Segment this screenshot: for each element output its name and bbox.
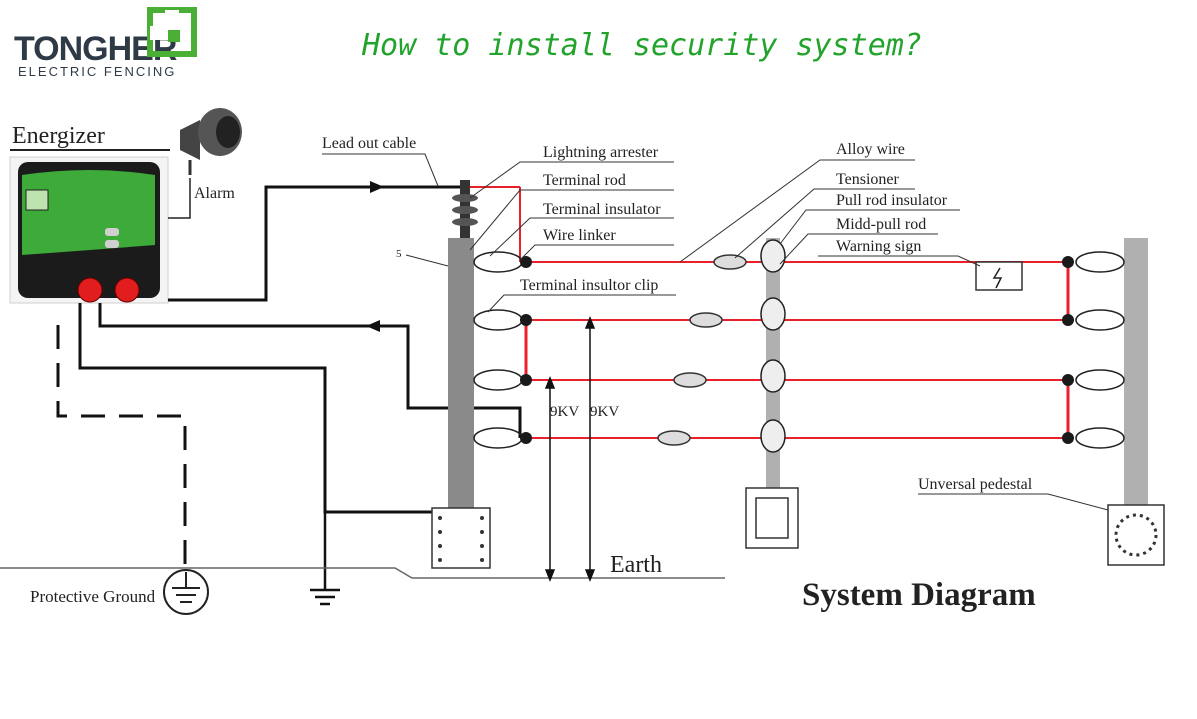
alarm-horn-icon <box>180 108 242 175</box>
terminal-insulator-label: Terminal insulator <box>543 201 661 218</box>
page-title: How to install security system? <box>362 28 922 63</box>
midd-pull-rod-label: Midd-pull rod <box>836 216 926 233</box>
end-post <box>1124 238 1148 508</box>
alarm-label: Alarm <box>194 185 235 202</box>
warning-sign-label: Warning sign <box>836 238 921 255</box>
alloy-wire-label: Alloy wire <box>836 141 905 158</box>
energizer-label: Energizer <box>12 123 105 149</box>
energizer-device-icon <box>9 156 169 304</box>
voltage-markers <box>544 315 596 583</box>
tensioner-icons <box>657 254 747 446</box>
post-marker-label: 5 <box>396 248 402 260</box>
voltage-label-left: 9KV <box>550 404 579 420</box>
brand-logo-icon <box>147 7 197 57</box>
energizer-knob-left <box>77 277 103 303</box>
voltage-label-right: 9KV <box>590 404 619 420</box>
brand-tagline: ELECTRIC FENCING <box>18 64 177 79</box>
lightning-arrester-icon <box>452 180 478 238</box>
tensioner-label: Tensioner <box>836 171 900 188</box>
lead-out-cable-label: Lead out cable <box>322 135 416 152</box>
lightning-arrester-label: Lightning arrester <box>543 144 659 161</box>
pull-rod-insulator-label: Pull rod insulator <box>836 192 948 209</box>
earth-label: Earth <box>610 552 662 578</box>
universal-pedestal-label: Unversal pedestal <box>918 476 1033 493</box>
warning-sign-icon <box>975 261 1023 291</box>
pull-rod-insulator-icons <box>760 239 786 453</box>
terminal-insulators-left <box>473 251 523 449</box>
protective-ground-label: Protective Ground <box>30 587 156 606</box>
wire-linker-label: Wire linker <box>543 227 616 244</box>
mid-pedestal <box>745 487 799 549</box>
terminal-insulators-right <box>1075 251 1125 449</box>
energizer-knob-right <box>114 277 140 303</box>
system-diagram-label: System Diagram <box>802 577 1036 613</box>
ground-symbol-icon <box>310 588 340 606</box>
terminal-rod-label: Terminal rod <box>543 172 626 189</box>
protective-ground-icon <box>163 569 209 615</box>
terminal-insulator-clip-label: Terminal insultor clip <box>520 277 658 294</box>
